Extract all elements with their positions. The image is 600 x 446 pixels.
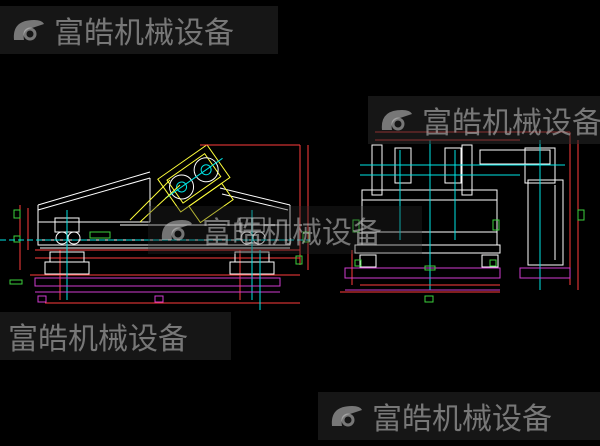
watermark: 富皓机械设备	[368, 96, 600, 144]
end-green-markers	[352, 209, 585, 303]
fuhao-logo-icon	[381, 110, 412, 131]
side-green-markers	[9, 209, 310, 285]
fuhao-logo-icon	[13, 20, 44, 41]
side-base-frame	[34, 277, 281, 303]
watermark-text: 富皓机械设备	[372, 402, 552, 437]
watermark-text: 富皓机械设备	[202, 216, 382, 251]
watermark: 富皓机械设备	[0, 6, 278, 54]
watermark-text: 富皓机械设备	[8, 322, 188, 357]
watermark: 富皓机械设备	[148, 206, 422, 254]
fuhao-logo-icon	[161, 220, 192, 241]
end-cyan-axes	[360, 140, 565, 290]
left-spring-support	[44, 210, 90, 300]
side-elevation-view	[0, 144, 310, 310]
watermark: 富皓机械设备	[318, 392, 600, 440]
end-elevation-view	[340, 131, 585, 303]
watermark-text: 富皓机械设备	[422, 106, 600, 141]
right-spring-support	[229, 210, 275, 300]
watermark-text: 富皓机械设备	[54, 16, 234, 51]
watermark: 富皓机械设备	[0, 312, 231, 360]
end-base-frame	[344, 267, 571, 291]
fuhao-logo-icon	[331, 406, 362, 427]
